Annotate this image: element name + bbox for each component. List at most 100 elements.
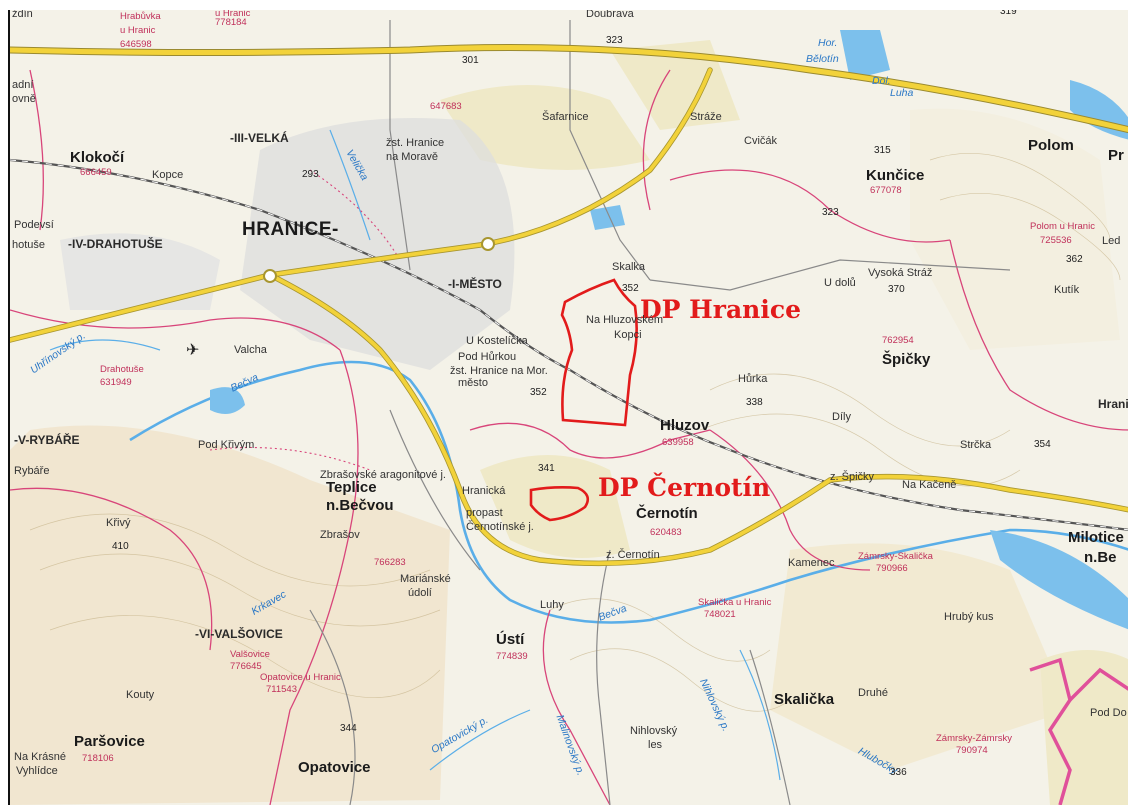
place-label: ovně bbox=[12, 93, 36, 105]
boundary-line bbox=[10, 487, 213, 651]
boundary-line bbox=[10, 309, 341, 351]
place-label-hydro: Dol. bbox=[872, 75, 891, 87]
minor-road bbox=[389, 20, 411, 271]
place-label: Mariánské bbox=[400, 573, 451, 585]
cadastral-name: Skalička u Hranic bbox=[698, 597, 772, 608]
cadastral-code: 646598 bbox=[120, 39, 152, 50]
part-label-iv-drahotuse: -IV-DRAHOTUŠE bbox=[68, 237, 163, 251]
place-label: propast bbox=[466, 507, 503, 519]
place-label: žst. Hranice na Mor. bbox=[450, 365, 548, 377]
place-label: les bbox=[648, 739, 663, 751]
cadastral-name: Drahotuše bbox=[100, 364, 144, 375]
cadastral-name: Valšovice bbox=[230, 649, 270, 660]
part-label-v-rybare: -V-RYBÁŘE bbox=[14, 433, 80, 447]
place-label: Valcha bbox=[234, 344, 267, 356]
dotted-boundary bbox=[209, 169, 401, 471]
place-label: Hranická bbox=[462, 485, 506, 497]
elevation-label: 323 bbox=[606, 35, 623, 46]
place-label: Led bbox=[1102, 235, 1121, 247]
boundary-line bbox=[542, 609, 611, 805]
elevation-label: 341 bbox=[538, 463, 555, 474]
place-label: Nihlovský bbox=[630, 725, 678, 737]
place-label: Zbrašovské aragonitové j. bbox=[320, 469, 446, 481]
place-label: Pod Hůrkou bbox=[458, 351, 517, 363]
elevation-label: 319 bbox=[1000, 10, 1017, 17]
boundary-line bbox=[669, 169, 951, 243]
place-label: na Moravě bbox=[386, 151, 438, 163]
minor-road bbox=[749, 649, 791, 805]
urban-area bbox=[240, 118, 515, 370]
railway-ticks bbox=[10, 159, 1128, 531]
place-label: Kutík bbox=[1054, 284, 1080, 296]
town-label-hranice: HRANICE- bbox=[242, 219, 339, 240]
cadastral-name: Zámrsky-Zámrsky bbox=[936, 733, 1012, 744]
town-label-partial: n.Be bbox=[1084, 549, 1117, 566]
town-label-teplice: Teplice bbox=[326, 479, 377, 496]
cadastral-code: 725536 bbox=[1040, 235, 1072, 246]
place-label: Rybáře bbox=[14, 465, 50, 477]
contour-line bbox=[709, 373, 1011, 447]
map-graphics: ✈ bbox=[10, 10, 1128, 805]
cadastral-code: 631949 bbox=[100, 377, 132, 388]
elevation-label: 362 bbox=[1066, 254, 1083, 265]
cadastral-name: Zámrsky-Skalička bbox=[858, 551, 933, 562]
place-label: Skalka bbox=[612, 261, 646, 273]
place-label: Doubrava bbox=[586, 10, 634, 20]
terrain-patch bbox=[10, 425, 450, 805]
place-label: Druhé bbox=[858, 687, 888, 699]
place-label: Zbrašov bbox=[320, 529, 360, 541]
place-label: adní bbox=[12, 79, 34, 91]
town-label-teplice-2: n.Bečvou bbox=[326, 497, 394, 514]
place-label: Cvičák bbox=[744, 135, 778, 147]
minor-road bbox=[596, 549, 611, 805]
place-label: Stráže bbox=[690, 111, 722, 123]
cadastral-code: 766283 bbox=[374, 557, 406, 568]
elevation-label: 352 bbox=[622, 283, 639, 294]
town-label-partial: Pr bbox=[1108, 147, 1124, 164]
cadastral-code: 778184 bbox=[215, 17, 247, 28]
cadastral-code: 790974 bbox=[956, 745, 988, 756]
contour-line bbox=[29, 513, 431, 587]
roundabout bbox=[263, 269, 277, 283]
elevation-label: 323 bbox=[822, 207, 839, 218]
place-label: Hrubý kus bbox=[944, 611, 994, 623]
elevation-label: 293 bbox=[302, 169, 319, 180]
place-label: hotuše bbox=[12, 239, 46, 251]
elevation-label: 338 bbox=[746, 397, 763, 408]
main-road bbox=[268, 273, 1128, 566]
place-label: U Kostelíčka bbox=[466, 335, 528, 347]
place-label: Křivý bbox=[106, 517, 131, 529]
topographic-map: ✈ DP Hranice DP Černotín HRANICE- -I-MĚS… bbox=[8, 10, 1128, 805]
place-label: Šafarnice bbox=[542, 111, 589, 123]
cadastral-code: 677078 bbox=[870, 185, 902, 196]
terrain-patch bbox=[1040, 650, 1128, 805]
boundary-line bbox=[949, 239, 1128, 431]
minor-road bbox=[569, 20, 651, 281]
town-label-cernotin: Černotín bbox=[636, 505, 698, 522]
boundary-line bbox=[29, 69, 44, 231]
place-label: Kouty bbox=[126, 689, 155, 701]
place-label: žst. Hranice bbox=[386, 137, 445, 149]
town-label-usti: Ústí bbox=[496, 631, 525, 648]
town-label-klokoci: Klokočí bbox=[70, 149, 125, 166]
cadastral-name: Opatovice u Hranic bbox=[260, 672, 341, 683]
part-label-vi-valsovice: -VI-VALŠOVICE bbox=[195, 627, 283, 641]
elevation-label: 354 bbox=[1034, 439, 1051, 450]
elevation-label: 301 bbox=[462, 55, 479, 66]
town-label-hluzov: Hluzov bbox=[660, 417, 710, 434]
cadastral-code: 639958 bbox=[662, 437, 694, 448]
cadastral-name: Polom u Hranic bbox=[1030, 221, 1095, 232]
elevation-label: 344 bbox=[340, 723, 357, 734]
place-label: Pod Křivým bbox=[198, 439, 255, 451]
pond bbox=[990, 530, 1128, 630]
stream bbox=[49, 339, 161, 351]
deposit-label-hranice: DP Hranice bbox=[640, 295, 801, 324]
place-label: Hůrka bbox=[738, 373, 768, 385]
stream bbox=[429, 709, 531, 771]
place-label: z. Špičky bbox=[830, 471, 875, 483]
place-label-hydro: Hor. bbox=[818, 37, 838, 49]
place-label: z. Černotín bbox=[606, 549, 660, 561]
contour-line bbox=[39, 553, 441, 627]
place-label: Kopci bbox=[614, 329, 642, 341]
place-label: Na Kačeně bbox=[902, 479, 957, 491]
